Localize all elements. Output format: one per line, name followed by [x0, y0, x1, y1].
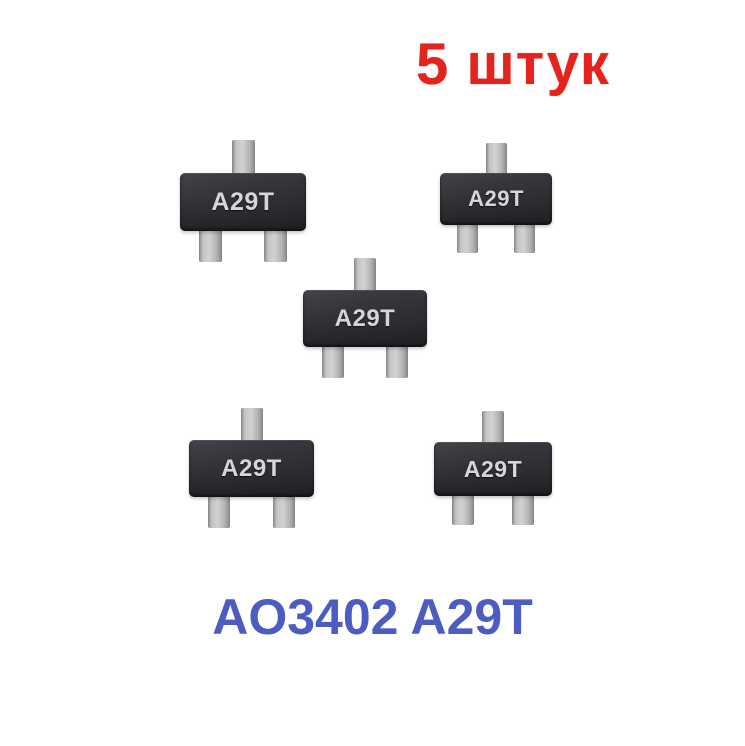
transistor-pin-bottom-left [208, 491, 230, 528]
transistor-marking-label: A29T [334, 304, 396, 332]
sot23-transistor: A29T [303, 258, 427, 378]
sot23-transistor: A29T [180, 140, 306, 262]
transistor-pin-top [482, 411, 504, 448]
transistor-body: A29T [303, 290, 427, 347]
transistor-pin-top [354, 258, 376, 296]
transistor-pin-bottom-right [512, 490, 534, 525]
transistor-pin-bottom-right [514, 219, 535, 253]
sot23-transistor: A29T [440, 143, 552, 253]
transistor-marking-label: A29T [221, 454, 282, 482]
transistor-pin-bottom-left [199, 225, 222, 262]
transistor-pin-bottom-left [457, 219, 478, 253]
transistor-pin-bottom-left [322, 341, 344, 378]
transistor-marking-label: A29T [463, 455, 523, 482]
transistor-body: A29T [440, 173, 552, 225]
transistor-pin-bottom-right [273, 491, 295, 528]
transistor-pin-top [232, 140, 255, 179]
transistor-pin-bottom-right [264, 225, 287, 262]
transistor-body: A29T [180, 173, 306, 231]
transistor-marking-label: A29T [211, 187, 275, 216]
transistor-pin-bottom-left [452, 490, 474, 525]
part-number-caption: AO3402 A29T [212, 589, 533, 645]
transistor-pin-bottom-right [386, 341, 408, 378]
quantity-headline: 5 штук [416, 32, 610, 97]
transistor-pin-top [486, 143, 507, 179]
sot23-transistor: A29T [434, 411, 552, 525]
sot23-transistor: A29T [189, 408, 314, 528]
transistor-marking-label: A29T [468, 186, 524, 211]
transistor-body: A29T [189, 440, 314, 497]
transistor-pin-top [241, 408, 263, 446]
transistor-body: A29T [434, 442, 552, 496]
